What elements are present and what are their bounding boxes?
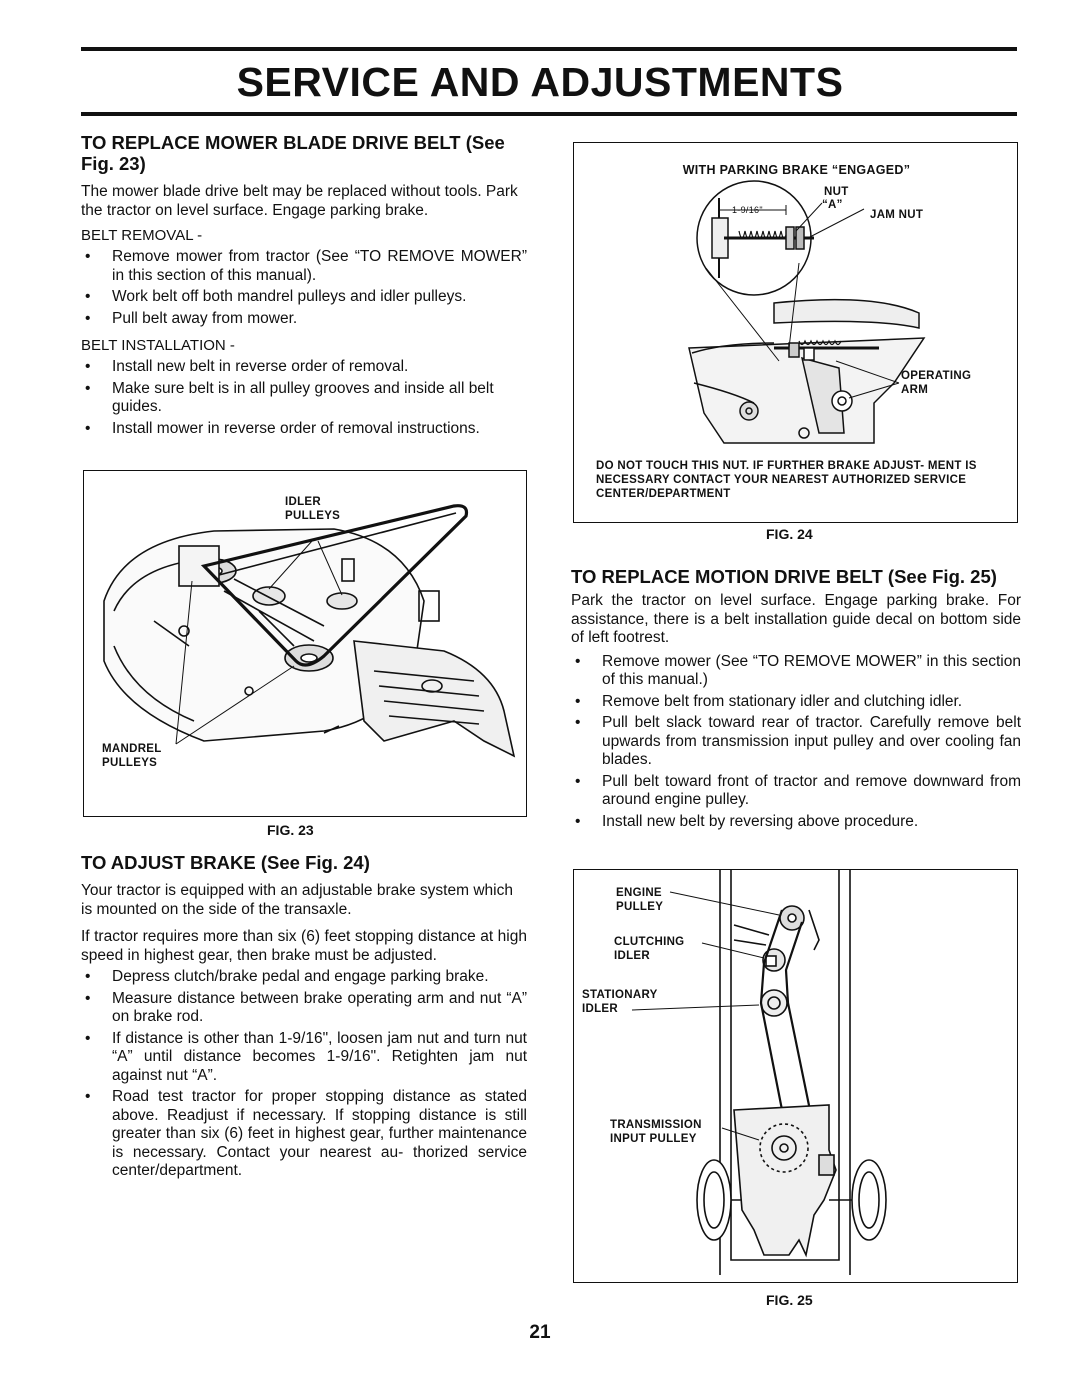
label-operating-arm: OPERATING ARM	[901, 370, 972, 396]
section-blade-belt: TO REPLACE MOWER BLADE DRIVE BELT (See F…	[81, 132, 527, 438]
motion-belt-illustration	[631, 870, 887, 1275]
list-item: Install new belt in reverse order of rem…	[81, 358, 527, 377]
page-title: SERVICE AND ADJUSTMENTS	[236, 59, 844, 105]
label-nut: NUT	[824, 186, 849, 198]
brake-steps: Depress clutch/brake pedal and engage pa…	[81, 968, 527, 1181]
label-dimension: 1-9/16"	[732, 205, 763, 215]
list-item: Pull belt slack toward rear of tractor. …	[571, 714, 1021, 770]
fig25-caption: FIG. 25	[766, 1292, 813, 1308]
list-item: Remove mower from tractor (See “TO REMOV…	[81, 248, 527, 285]
fig24-caption: FIG. 24	[766, 526, 813, 542]
motion-belt-intro: Park the tractor on level surface. Engag…	[571, 592, 1021, 646]
list-item: If distance is other than 1-9/16", loose…	[81, 1030, 527, 1086]
label-transmission-input-pulley: TRANSMISSION INPUT PULLEY	[610, 1119, 702, 1145]
belt-installation-list: Install new belt in reverse order of rem…	[81, 358, 527, 438]
list-item: Remove mower (See “TO REMOVE MOWER” in t…	[571, 653, 1021, 690]
label-stationary-idler: STATIONARY IDLER	[582, 989, 658, 1015]
belt-removal-label: BELT REMOVAL -	[81, 227, 203, 244]
list-item: Pull belt away from mower.	[81, 310, 527, 329]
fig23-caption: FIG. 23	[267, 822, 314, 838]
mower-deck-illustration	[103, 504, 516, 758]
label-idler-pulleys: IDLER PULLEYS	[285, 496, 341, 522]
brake-rod-illustration	[688, 180, 926, 444]
motion-belt-heading: TO REPLACE MOTION DRIVE BELT (See Fig. 2…	[571, 566, 997, 587]
list-item: Make sure belt is in all pulley grooves …	[81, 380, 527, 417]
figure-24: WITH PARKING BRAKE “ENGAGED”	[573, 142, 1018, 523]
label-nut-a: “A”	[822, 199, 843, 211]
fig24-title: WITH PARKING BRAKE “ENGAGED”	[682, 163, 911, 177]
list-item: Remove belt from stationary idler and cl…	[571, 693, 1021, 712]
section-motion-belt: TO REPLACE MOTION DRIVE BELT (See Fig. 2…	[571, 566, 1021, 831]
label-mandrel-pulleys: MANDREL PULLEYS	[102, 743, 162, 769]
label-engine-pulley: ENGINE PULLEY	[616, 887, 664, 913]
brake-heading: TO ADJUST BRAKE (See Fig. 24)	[81, 852, 370, 873]
figure-23: IDLER PULLEYS MANDREL PULLEYS	[83, 470, 527, 817]
list-item: Install new belt by reversing above proc…	[571, 813, 1021, 832]
list-item: Install mower in reverse order of remova…	[81, 420, 527, 439]
brake-intro: Your tractor is equipped with an adjusta…	[81, 882, 513, 918]
list-item: Pull belt toward front of tractor and re…	[571, 773, 1021, 810]
figure-25: ENGINE PULLEY CLUTCHING IDLER STATIONARY…	[573, 869, 1018, 1283]
belt-removal-list: Remove mower from tractor (See “TO REMOV…	[81, 248, 527, 328]
list-item: Measure distance between brake operating…	[81, 990, 527, 1027]
motion-belt-steps: Remove mower (See “TO REMOVE MOWER” in t…	[571, 653, 1021, 832]
header-rule-top	[81, 47, 1017, 51]
label-clutching-idler: CLUTCHING IDLER	[614, 936, 685, 962]
header-rule-bottom	[81, 112, 1017, 116]
page-number: 21	[529, 1322, 551, 1343]
blade-belt-intro: The mower blade drive belt may be replac…	[81, 183, 518, 219]
blade-belt-heading: TO REPLACE MOWER BLADE DRIVE BELT (See F…	[81, 132, 505, 174]
list-item: Road test tractor for proper stopping di…	[81, 1088, 527, 1181]
belt-installation-label: BELT INSTALLATION -	[81, 337, 235, 354]
list-item: Work belt off both mandrel pulleys and i…	[81, 288, 527, 307]
brake-condition: If tractor requires more than six (6) fe…	[81, 928, 527, 964]
label-jam-nut: JAM NUT	[870, 209, 924, 221]
section-adjust-brake: TO ADJUST BRAKE (See Fig. 24) Your tract…	[81, 852, 527, 1181]
list-item: Depress clutch/brake pedal and engage pa…	[81, 968, 527, 987]
fig24-warning: DO NOT TOUCH THIS NUT. IF FURTHER BRAKE …	[596, 460, 977, 500]
